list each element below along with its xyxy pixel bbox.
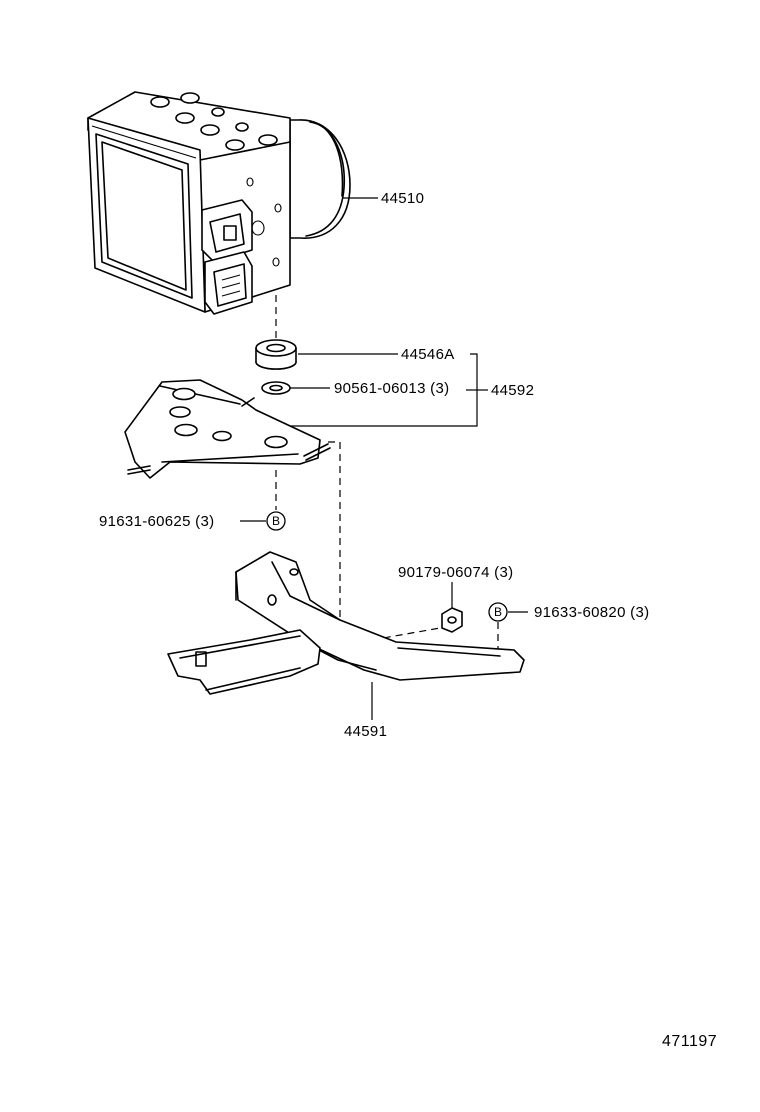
- diagram-id: 471197: [662, 1033, 717, 1050]
- upper-bracket: [124, 379, 331, 479]
- washer: [261, 381, 291, 395]
- abs-actuator: [87, 91, 351, 315]
- cushion: [255, 339, 297, 370]
- part-label-actuator: 44510: [381, 190, 424, 207]
- part-label-lower-bolt: 91633-60820 (3): [534, 604, 649, 621]
- nut: [441, 607, 463, 633]
- lower-bracket: [167, 551, 525, 695]
- part-label-nut: 90179-06074 (3): [398, 564, 513, 581]
- part-label-lower-bracket: 44591: [344, 723, 387, 740]
- svg-text:B: B: [494, 605, 502, 619]
- part-label-bracket-bolt: 91631-60625 (3): [99, 513, 214, 530]
- b-marker-left: B: [266, 511, 286, 531]
- part-label-cushion: 44546A: [401, 346, 455, 363]
- part-label-bracket-set: 44592: [491, 382, 534, 399]
- part-label-washer: 90561-06013 (3): [334, 380, 449, 397]
- svg-text:B: B: [272, 514, 280, 528]
- b-marker-right: B: [488, 602, 508, 622]
